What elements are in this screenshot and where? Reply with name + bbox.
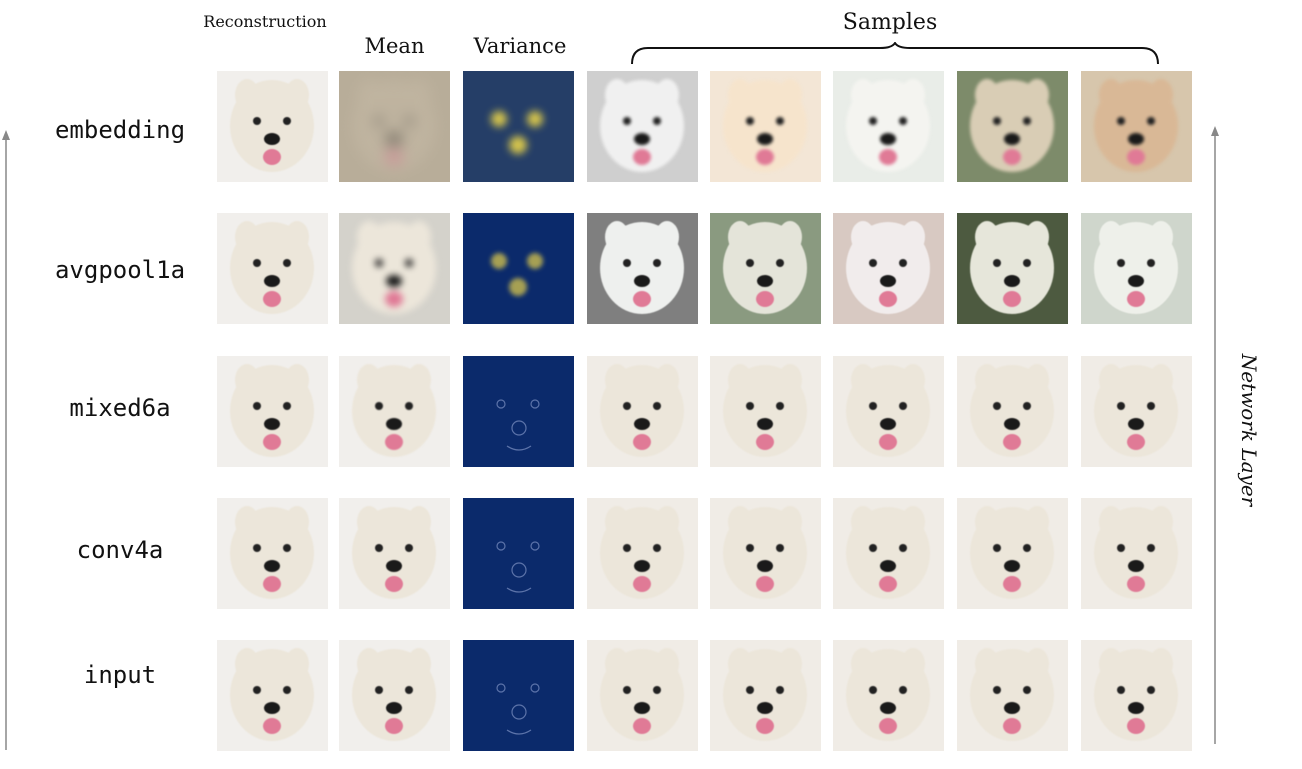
sample-image xyxy=(710,71,821,182)
samples-brace xyxy=(631,42,1159,65)
reconstruction-image xyxy=(217,498,328,609)
sample-image xyxy=(587,356,698,467)
sample-image xyxy=(1081,71,1192,182)
sample-image xyxy=(957,498,1068,609)
header-reconstruction: Reconstruction xyxy=(203,12,327,31)
reconstruction-image xyxy=(217,213,328,324)
sample-image xyxy=(1081,356,1192,467)
reconstruction-image xyxy=(217,356,328,467)
sample-image xyxy=(587,498,698,609)
sample-image xyxy=(833,640,944,751)
reconstruction-image xyxy=(217,71,328,182)
sample-image xyxy=(587,640,698,751)
variance-map xyxy=(463,213,574,324)
sample-image xyxy=(957,213,1068,324)
variance-map xyxy=(463,356,574,467)
header-variance: Variance xyxy=(473,34,567,58)
sample-image xyxy=(587,71,698,182)
row-label-mixed6a: mixed6a xyxy=(69,394,171,422)
sample-image xyxy=(957,640,1068,751)
sample-image xyxy=(710,356,821,467)
variance-map xyxy=(463,71,574,182)
reconstruction-image xyxy=(217,640,328,751)
sample-image xyxy=(1081,213,1192,324)
row-label-avgpool1a: avgpool1a xyxy=(54,256,186,284)
variance-map xyxy=(463,640,574,751)
right-up-arrow xyxy=(1211,126,1219,744)
row-label-conv4a: conv4a xyxy=(76,536,164,564)
mean-image xyxy=(339,71,450,182)
row-label-input: input xyxy=(83,661,157,689)
sample-image xyxy=(710,498,821,609)
network-layer-label: Network Layer xyxy=(1237,353,1261,507)
sample-image xyxy=(587,213,698,324)
mean-image xyxy=(339,640,450,751)
sample-image xyxy=(1081,640,1192,751)
sample-image xyxy=(710,640,821,751)
header-samples: Samples xyxy=(842,10,938,35)
sample-image xyxy=(833,71,944,182)
sample-image xyxy=(710,213,821,324)
left-up-arrow xyxy=(2,130,10,750)
sample-image xyxy=(833,356,944,467)
header-mean: Mean xyxy=(364,34,425,58)
variance-map xyxy=(463,498,574,609)
mean-image xyxy=(339,498,450,609)
sample-image xyxy=(957,71,1068,182)
sample-image xyxy=(957,356,1068,467)
row-label-embedding: embedding xyxy=(54,116,186,144)
sample-image xyxy=(833,498,944,609)
mean-image xyxy=(339,213,450,324)
sample-image xyxy=(833,213,944,324)
mean-image xyxy=(339,356,450,467)
sample-image xyxy=(1081,498,1192,609)
